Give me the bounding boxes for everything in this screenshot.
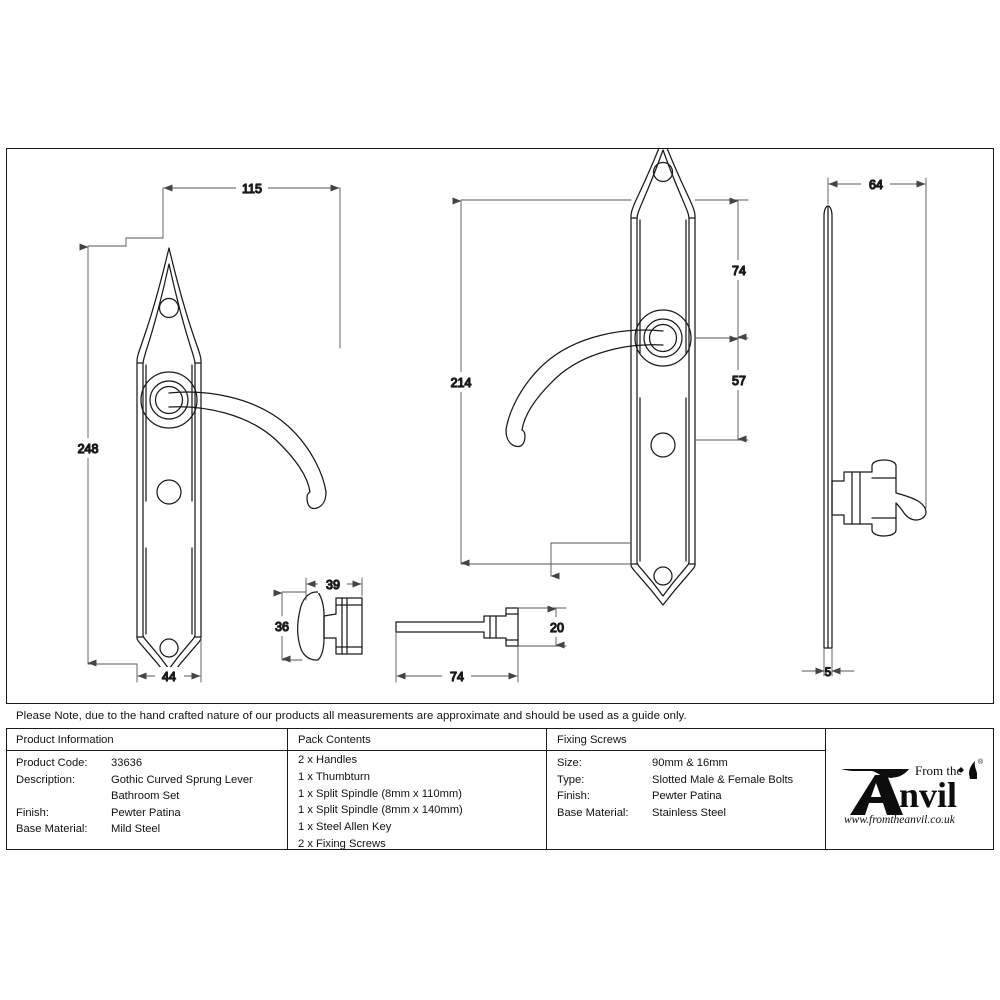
dim-label-44: 44 bbox=[162, 670, 176, 684]
edge-profile-view bbox=[823, 205, 927, 649]
label-screw-type: Type: bbox=[557, 773, 585, 786]
dimension-74-spindle bbox=[395, 631, 519, 685]
label-base-material: Base Material: bbox=[16, 823, 88, 835]
dimension-115 bbox=[125, 179, 341, 349]
divider-1 bbox=[287, 729, 289, 850]
dimension-57 bbox=[694, 335, 753, 443]
column-fixing-screws: Fixing Screws Size: 90mm & 16mm Type: Sl… bbox=[547, 729, 825, 850]
dim-label-5: 5 bbox=[825, 667, 831, 679]
header-fixing-screws-label: Fixing Screws bbox=[557, 733, 627, 746]
sheet-border bbox=[6, 148, 994, 850]
value-screw-base-material: Stainless Steel bbox=[652, 806, 727, 819]
dim-label-248: 248 bbox=[78, 442, 99, 456]
label-finish: Finish: bbox=[16, 806, 49, 819]
dim-label-74-vertical: 74 bbox=[732, 264, 746, 278]
dimension-248 bbox=[72, 243, 138, 667]
header-fixing-screws: Fixing Screws bbox=[547, 729, 825, 751]
disclaimer-note-bar: Please Note, due to the hand crafted nat… bbox=[6, 703, 994, 729]
row-product-code: Product Code: 33636 bbox=[16, 757, 287, 774]
logo-registered-mark: ® bbox=[978, 758, 984, 766]
logo-main-text: nvil bbox=[899, 775, 957, 815]
body-fixing-screws: Size: 90mm & 16mm Type: Slotted Male & F… bbox=[547, 751, 825, 850]
dim-label-36: 36 bbox=[275, 620, 289, 634]
dimension-36 bbox=[267, 589, 307, 663]
header-pack-contents-label: Pack Contents bbox=[298, 733, 371, 746]
column-pack-contents: Pack Contents 2 x Handles 1 x Thumbturn … bbox=[288, 729, 546, 850]
disclaimer-text: Please Note, due to the hand crafted nat… bbox=[16, 710, 687, 722]
value-description: Gothic Curved Sprung Lever bbox=[111, 773, 253, 786]
split-spindle-view bbox=[395, 607, 519, 647]
pack-item: 1 x Steel Allen Key bbox=[298, 821, 392, 834]
row-base-material: Base Material: Mild Steel bbox=[16, 823, 287, 840]
value-description-cont: Bathroom Set bbox=[111, 790, 180, 802]
column-brand-logo: From the ® nvil www.fromtheanvil.co.uk bbox=[826, 729, 994, 850]
label-screw-finish: Finish: bbox=[557, 790, 590, 802]
value-finish: Pewter Patina bbox=[111, 806, 181, 819]
dimension-20 bbox=[517, 605, 571, 649]
value-screw-type: Slotted Male & Female Bolts bbox=[652, 773, 794, 786]
pack-item: 2 x Handles bbox=[298, 754, 358, 766]
dimension-39 bbox=[305, 575, 363, 601]
thumbturn-view bbox=[297, 591, 363, 661]
body-pack-contents: 2 x Handles 1 x Thumbturn 1 x Split Spin… bbox=[288, 751, 546, 850]
dim-label-115: 115 bbox=[242, 182, 262, 196]
divider-3 bbox=[825, 729, 827, 850]
header-product-information: Product Information bbox=[6, 729, 287, 751]
row-screw-type: Type: Slotted Male & Female Bolts bbox=[557, 774, 825, 791]
value-product-code: 33636 bbox=[111, 757, 143, 769]
pack-item: 1 x Split Spindle (8mm x 140mm) bbox=[298, 804, 463, 817]
logo-url-text: www.fromtheanvil.co.uk bbox=[844, 814, 956, 826]
dim-label-20: 20 bbox=[550, 621, 564, 635]
label-description: Description: bbox=[16, 773, 76, 786]
side-view-backplate bbox=[505, 148, 696, 606]
divider-2 bbox=[546, 729, 548, 850]
body-product-information: Product Code: 33636 Description: Gothic … bbox=[6, 751, 287, 850]
dimension-64 bbox=[827, 175, 927, 509]
row-description: Description: Gothic Curved Sprung Lever bbox=[16, 774, 287, 791]
front-view-backplate bbox=[136, 247, 327, 679]
dim-label-57: 57 bbox=[732, 374, 746, 388]
pack-item: 1 x Thumbturn bbox=[298, 770, 370, 783]
row-screw-size: Size: 90mm & 16mm bbox=[557, 757, 825, 774]
header-pack-contents: Pack Contents bbox=[288, 729, 546, 751]
pack-item: 2 x Fixing Screws bbox=[298, 837, 386, 850]
drawing-area: 115 248 44 bbox=[6, 148, 994, 703]
row-description-cont: Bathroom Set bbox=[16, 790, 287, 807]
label-screw-size: Size: bbox=[557, 757, 582, 769]
label-screw-base-material: Base Material: bbox=[557, 806, 629, 819]
dimension-214 bbox=[445, 197, 632, 567]
logo-top-text: From the bbox=[915, 763, 963, 778]
brand-logo: From the ® nvil www.fromtheanvil.co.uk bbox=[835, 753, 985, 827]
row-finish: Finish: Pewter Patina bbox=[16, 807, 287, 824]
value-base-material: Mild Steel bbox=[111, 823, 161, 835]
dim-label-74-spindle: 74 bbox=[450, 670, 464, 684]
pack-item: 1 x Split Spindle (8mm x 110mm) bbox=[298, 787, 462, 800]
dimension-44 bbox=[136, 637, 202, 685]
label-product-code: Product Code: bbox=[16, 757, 88, 769]
dim-label-39: 39 bbox=[326, 578, 340, 592]
dim-label-64: 64 bbox=[869, 178, 883, 192]
dimension-5 bbox=[801, 647, 855, 677]
row-screw-finish: Finish: Pewter Patina bbox=[557, 790, 825, 807]
header-product-information-label: Product Information bbox=[16, 733, 114, 746]
row-screw-base-material: Base Material: Stainless Steel bbox=[557, 807, 825, 824]
dim-label-214: 214 bbox=[451, 376, 472, 390]
info-table: Product Information Product Code: 33636 … bbox=[6, 729, 994, 850]
value-screw-size: 90mm & 16mm bbox=[652, 757, 728, 769]
value-screw-finish: Pewter Patina bbox=[652, 790, 722, 802]
column-product-information: Product Information Product Code: 33636 … bbox=[6, 729, 287, 850]
